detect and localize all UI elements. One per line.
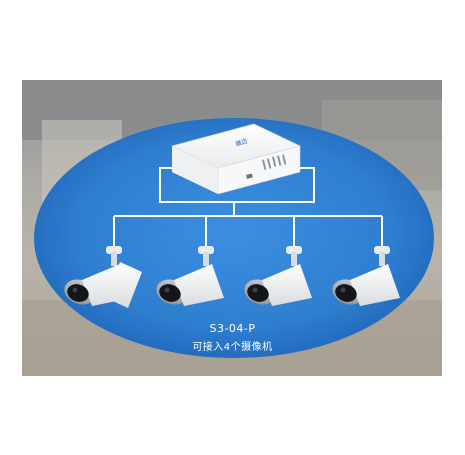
nvr-vent-slots [262, 154, 287, 170]
background-photo: 雄迈 [22, 80, 442, 376]
camera-mount-icon [286, 246, 302, 254]
nvr-device: 雄迈 [170, 123, 302, 195]
background-scene: 雄迈 [22, 80, 442, 376]
camera-4 [332, 246, 400, 306]
nvr-link-line [159, 167, 315, 203]
camera-1 [64, 246, 142, 308]
camera-body [174, 264, 224, 306]
camera-mount-icon [198, 246, 214, 254]
camera-3 [244, 246, 312, 306]
blue-ellipse [34, 118, 434, 358]
camera-lens-icon [247, 284, 269, 302]
camera-capacity-label: 可接入4个摄像机 [192, 342, 273, 353]
model-label: S3-04-P [209, 322, 256, 335]
camera-mount-icon [374, 246, 390, 254]
nvr-logo-text: 雄迈 [235, 137, 249, 148]
camera-lens-icon [67, 284, 89, 302]
connector-lines [113, 167, 383, 248]
camera-body [262, 264, 312, 306]
nvr-port-icon [246, 173, 253, 179]
camera-lens-icon [159, 284, 181, 302]
camera-2 [156, 246, 224, 306]
camera-mount-icon [106, 246, 122, 254]
camera-lens-icon [335, 284, 357, 302]
camera-body [350, 264, 400, 306]
